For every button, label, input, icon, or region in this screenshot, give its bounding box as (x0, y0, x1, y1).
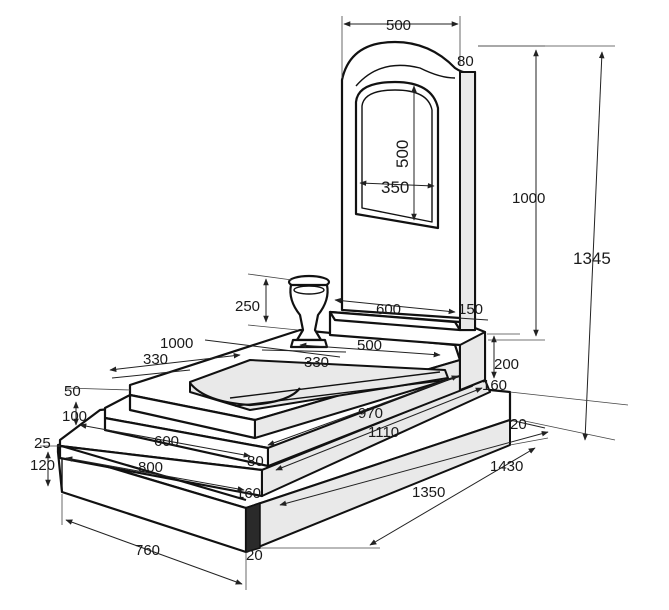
dim-flowerbed-length: 1000 (160, 335, 193, 352)
dim-tier2-offset: 80 (247, 453, 264, 470)
plinth-corner-edge (245, 501, 261, 553)
dim-stele-height: 1000 (512, 190, 545, 207)
dim-tier2-height: 100 (62, 408, 87, 425)
dim-stand-height: 200 (494, 356, 519, 373)
dim-plinth-step-top: 20 (510, 416, 527, 433)
dim-plinth-width: 760 (135, 542, 160, 559)
dim-plinth-length: 1430 (490, 458, 523, 475)
monument-body (56, 40, 512, 554)
dimension-lines (40, 16, 629, 590)
dim-base-offset: 160 (236, 485, 261, 502)
stele-window-inner (361, 89, 433, 223)
dim-flowerbed-width-left: 330 (143, 351, 168, 368)
dim-stand-depth: 150 (458, 301, 483, 318)
dim-bed-rim: 50 (64, 383, 81, 400)
stele-side (459, 71, 476, 331)
dim-tier2-length: 970 (358, 405, 383, 422)
stand-side (459, 331, 486, 391)
dim-stele-width: 500 (386, 17, 411, 34)
dim-stand-length: 600 (376, 301, 401, 318)
dim-tier1-length: 1110 (368, 424, 399, 441)
stele-window (354, 80, 440, 230)
dim-plinth-corner: 160 (482, 377, 507, 394)
dim-vase-height: 250 (235, 298, 260, 315)
dim-base-length: 1350 (412, 484, 445, 501)
dim-window-width: 350 (381, 178, 409, 197)
dim-flowerbed-inner: 500 (357, 337, 382, 354)
dim-total-height: 1345 (573, 249, 611, 268)
dim-flowerbed-width-right: 330 (304, 354, 329, 371)
dim-base-width: 800 (138, 459, 163, 476)
dim-arch-rise: 80 (457, 53, 474, 70)
dim-base-height: 120 (30, 457, 55, 474)
dim-tier2-width: 600 (154, 433, 179, 450)
dimension-labels: 500 80 500 350 1000 1345 250 600 150 200… (30, 17, 611, 564)
dim-base-top: 25 (34, 435, 51, 452)
dim-window-height: 500 (393, 140, 412, 168)
dim-plinth-step-front: 20 (246, 547, 263, 564)
